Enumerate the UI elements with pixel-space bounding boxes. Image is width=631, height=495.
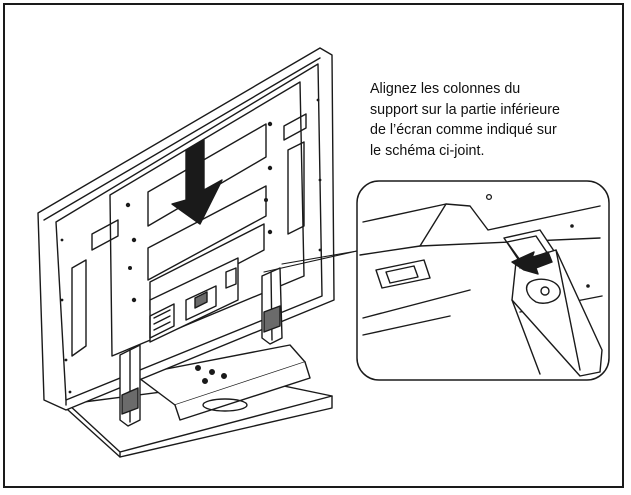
instruction-line-2: support sur la partie inférieure [370, 101, 560, 118]
stand-column-left [119, 344, 141, 427]
down-arrow-icon [171, 139, 223, 225]
instruction-caption: Alignez les colonnes du support sur la p… [370, 79, 620, 161]
tv-body [37, 47, 335, 411]
detail-callout [356, 180, 610, 381]
stand-column-right [261, 267, 283, 345]
callout-leader [263, 250, 358, 273]
insertion-arrow-icon [511, 251, 553, 275]
instruction-line-3: de l’écran comme indiqué sur [370, 122, 557, 138]
instruction-line-4: le schéma ci-joint. [370, 142, 485, 159]
instruction-line-1: Alignez les colonnes du [370, 81, 521, 97]
